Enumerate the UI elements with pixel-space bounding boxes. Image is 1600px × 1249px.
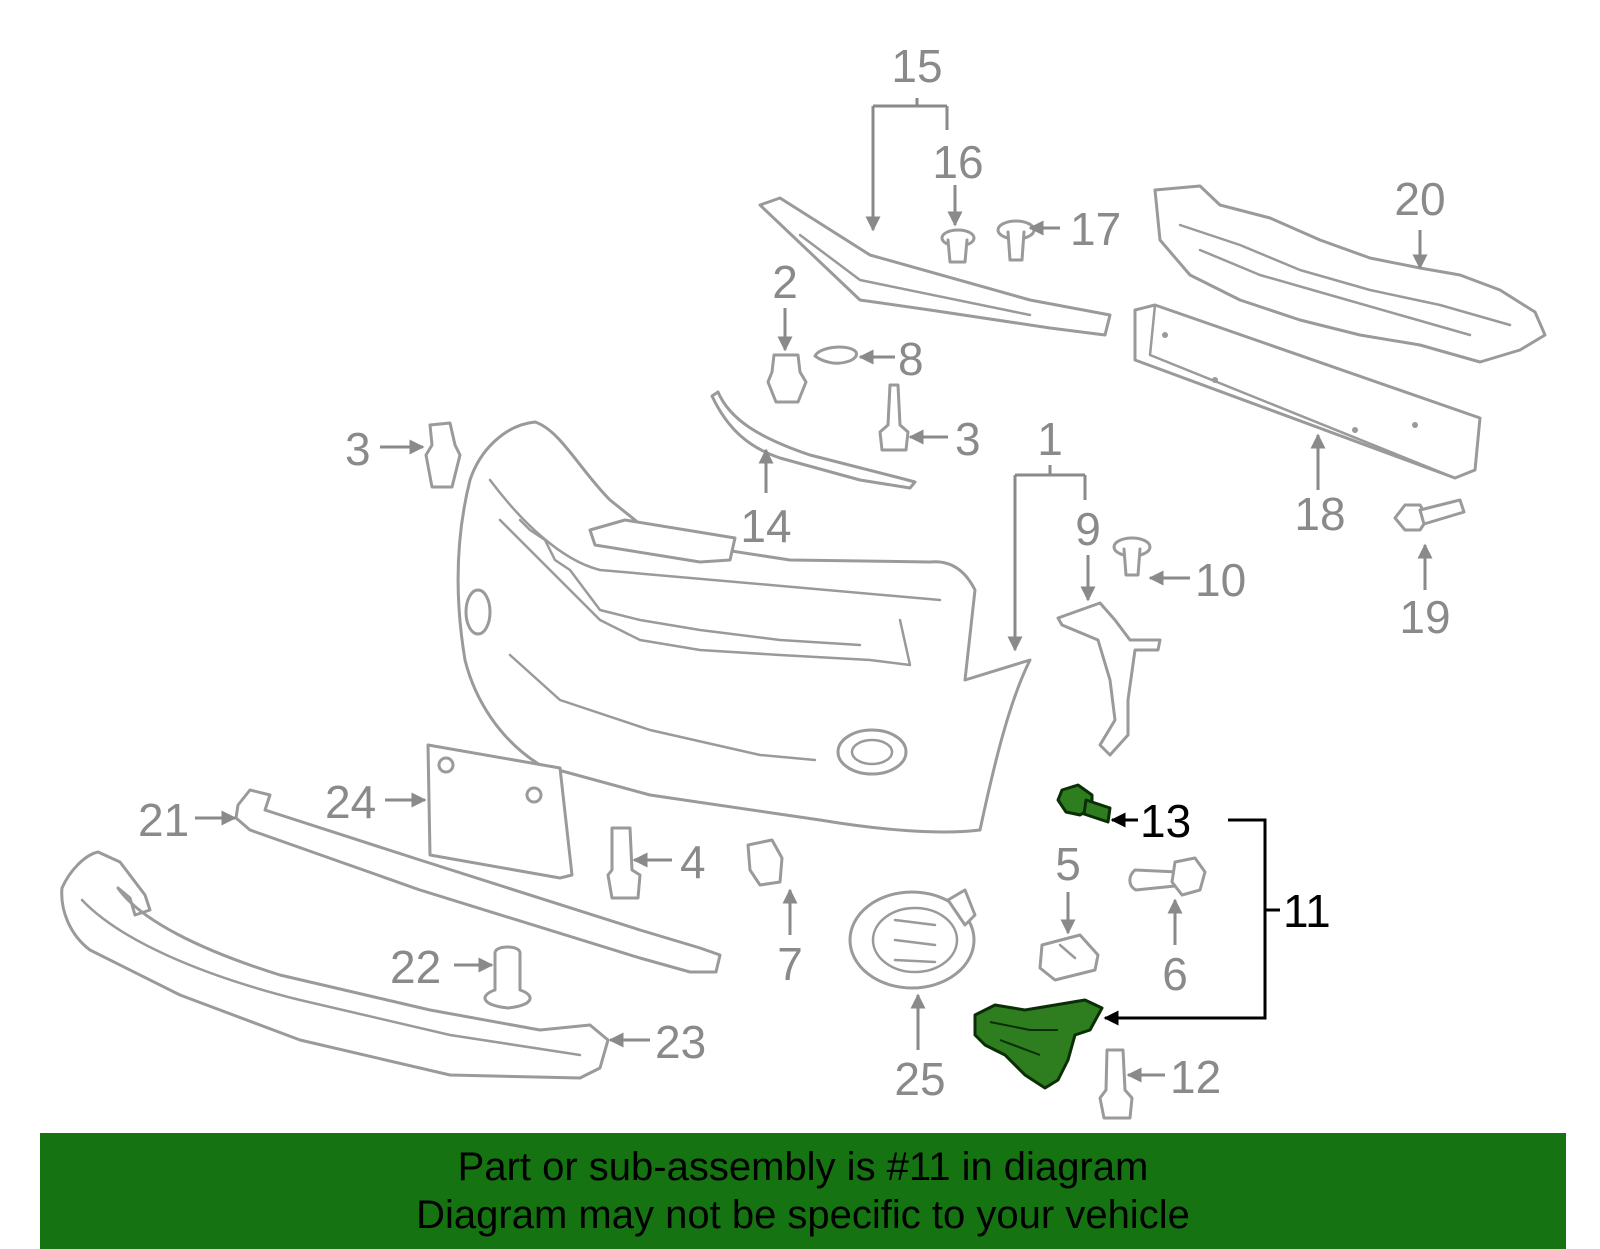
energy-absorber-part-20: [1153, 184, 1547, 364]
callout-21: 21: [138, 794, 189, 846]
push-pin-part-2: [766, 353, 808, 404]
callout-13-highlighted: 13: [1140, 795, 1191, 847]
callout-15: 15: [891, 40, 942, 92]
clip-part-17: [996, 219, 1036, 262]
clip-part-10: [1112, 536, 1152, 577]
highlighted-bolt-part-13: [1056, 783, 1112, 824]
reinforcement-bar-part-18: [1133, 303, 1482, 480]
bolt-part-19: [1393, 498, 1466, 532]
strip-part-14: [710, 390, 917, 490]
bracket-part-9: [1056, 601, 1162, 757]
callout-3-left: 3: [345, 423, 371, 475]
footer-line-1: Part or sub-assembly is #11 in diagram: [457, 1145, 1149, 1189]
bolt-part-3-right: [878, 383, 910, 452]
callout-14: 14: [740, 500, 791, 552]
lower-spoiler-part-23: [60, 850, 610, 1080]
clip-part-8: [813, 345, 858, 365]
callout-5: 5: [1055, 838, 1081, 890]
callout-6: 6: [1162, 948, 1188, 1000]
fog-lamp-bezel-part-25: [848, 888, 977, 990]
footer-banner: Part or sub-assembly is #11 in diagram D…: [40, 1133, 1566, 1249]
callout-4: 4: [680, 836, 706, 888]
callout-7: 7: [777, 938, 803, 990]
bolt-part-12: [1098, 1048, 1134, 1120]
strip-part-21: [234, 788, 722, 974]
callout-25: 25: [894, 1053, 945, 1105]
callout-9: 9: [1075, 503, 1101, 555]
callout-22: 22: [390, 941, 441, 993]
callout-24: 24: [325, 776, 376, 828]
callout-18: 18: [1294, 488, 1345, 540]
bolt-part-6: [1128, 856, 1207, 897]
bumper-fascia-part-1: [456, 420, 1032, 834]
clip-part-7: [746, 838, 784, 887]
callout-10: 10: [1195, 554, 1246, 606]
license-plate-bracket-part-24: [426, 743, 574, 880]
callout-20: 20: [1394, 173, 1445, 225]
callout-16: 16: [932, 136, 983, 188]
callout-labels: 15 16 17 20 2 8 3 3 14 18 1 9 10 19 21 2…: [138, 40, 1451, 1105]
bolt-part-3-left: [424, 421, 462, 489]
bolt-part-4: [606, 826, 642, 900]
highlighted-bracket-part-11: [973, 998, 1104, 1090]
footer-line-2: Diagram may not be specific to your vehi…: [416, 1193, 1190, 1237]
callout-17: 17: [1070, 203, 1121, 255]
callout-2: 2: [772, 256, 798, 308]
callout-1: 1: [1037, 413, 1063, 465]
upper-bracket-part-15: [758, 196, 1112, 337]
callout-23: 23: [655, 1016, 706, 1068]
callout-8: 8: [898, 333, 924, 385]
callout-19: 19: [1399, 591, 1450, 643]
clip-part-5: [1038, 933, 1100, 982]
callout-11-highlighted: 11: [1283, 885, 1331, 937]
push-pin-part-22: [483, 945, 532, 1010]
callout-12: 12: [1170, 1051, 1221, 1103]
clip-part-16: [940, 228, 976, 264]
leader-lines: [195, 98, 1433, 1083]
callout-3-right: 3: [955, 413, 981, 465]
